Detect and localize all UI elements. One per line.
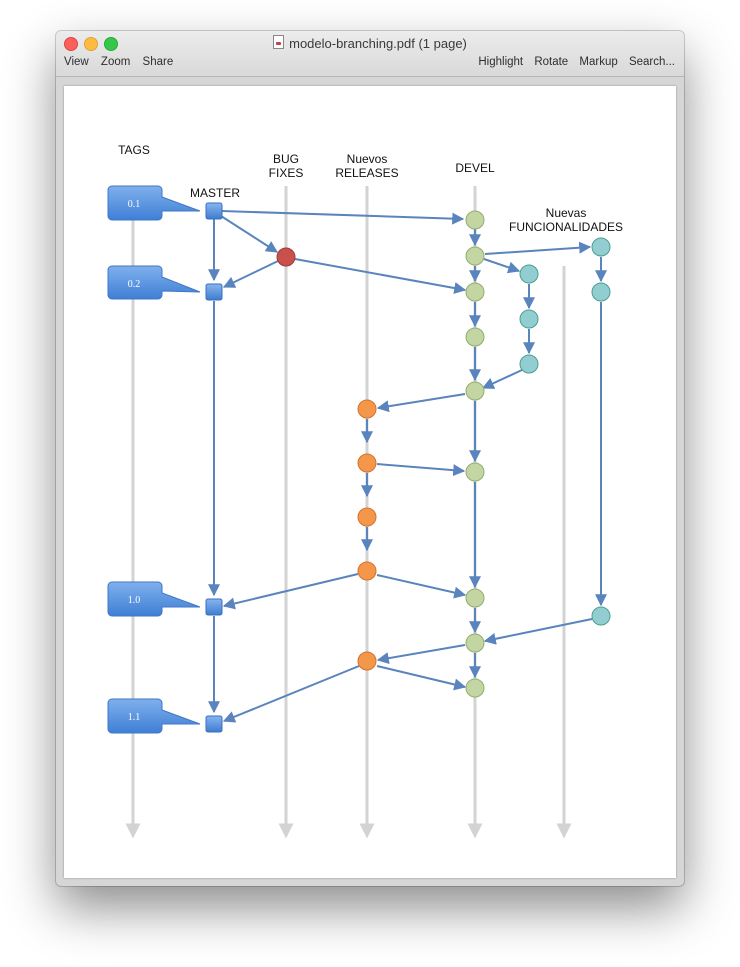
feature-b-commit-1[interactable]: [519, 264, 539, 284]
edge-devel-to-release-2: [376, 644, 466, 665]
rotate-button[interactable]: Rotate: [534, 56, 569, 68]
tag-callouts: 0.1 0.2 1.0 1.1: [107, 185, 201, 734]
feature-commits: [519, 237, 611, 626]
pdf-document-icon: [273, 35, 285, 49]
features-label-line1: Nuevas: [546, 206, 587, 220]
master-commit-4[interactable]: [205, 715, 223, 733]
edge-feature-a-merge: [483, 618, 593, 645]
devel-commit-1[interactable]: [465, 210, 485, 230]
tags-label: TAGS: [118, 143, 150, 157]
close-window-button[interactable]: [64, 37, 78, 51]
releases-label-line2: RELEASES: [335, 166, 398, 180]
release-commit-4[interactable]: [357, 561, 377, 581]
zoom-button[interactable]: Zoom: [100, 56, 131, 68]
tag-1-0[interactable]: 1.0: [107, 581, 201, 617]
edge-master-to-devel: [221, 210, 465, 225]
feature-b-commit-2[interactable]: [519, 309, 539, 329]
devel-commit-8[interactable]: [465, 633, 485, 653]
edge-bugfix-to-devel: [294, 258, 467, 294]
devel-commit-9[interactable]: [465, 678, 485, 698]
lane-labels: TAGS MASTER BUG FIXES Nuevos RELEASES DE…: [118, 143, 623, 234]
edge-devel-to-feature-b: [483, 258, 521, 274]
view-button[interactable]: View: [64, 56, 89, 68]
master-commit-2[interactable]: [205, 283, 223, 301]
edge-release-to-master-2: [222, 665, 360, 723]
tag-1-1-label: 1.1: [128, 712, 141, 723]
title-bar[interactable]: modelo-branching.pdf (1 page) View Zoom …: [56, 31, 684, 77]
tag-1-1[interactable]: 1.1: [107, 698, 201, 734]
edge-devel-to-feature-a: [484, 241, 592, 255]
release-commit-3[interactable]: [357, 507, 377, 527]
tag-0-2-label: 0.2: [128, 279, 141, 290]
releases-label-line1: Nuevos: [347, 152, 388, 166]
devel-commit-4[interactable]: [465, 327, 485, 347]
edge-release-to-devel-1: [376, 463, 466, 477]
master-commits: [205, 202, 223, 733]
branching-diagram: TAGS MASTER BUG FIXES Nuevos RELEASES DE…: [107, 143, 623, 839]
release-commit-1[interactable]: [357, 399, 377, 419]
release-commit-2[interactable]: [357, 453, 377, 473]
lane-lines: [125, 186, 572, 839]
highlight-button[interactable]: Highlight: [478, 56, 524, 68]
zoom-window-button[interactable]: [104, 37, 118, 51]
edge-release-to-devel-3: [376, 665, 467, 691]
devel-commit-2[interactable]: [465, 246, 485, 266]
pdf-page: TAGS MASTER BUG FIXES Nuevos RELEASES DE…: [64, 86, 676, 878]
branch-edges: [208, 210, 607, 723]
tag-0-1[interactable]: 0.1: [107, 185, 201, 221]
master-label: MASTER: [190, 186, 240, 200]
window-title: modelo-branching.pdf (1 page): [56, 35, 684, 51]
edge-devel-to-release: [376, 393, 466, 413]
edge-feature-b-merge: [481, 369, 523, 389]
devel-commit-7[interactable]: [465, 588, 485, 608]
tag-1-0-label: 1.0: [128, 595, 141, 606]
search-button[interactable]: Search...: [628, 56, 675, 68]
devel-commit-5[interactable]: [465, 381, 485, 401]
master-commit-3[interactable]: [205, 598, 223, 616]
edge-bugfix-to-master: [222, 260, 279, 288]
edge-master-to-bugfix: [220, 215, 279, 253]
toolbar-right: Highlight Rotate Markup Search...: [470, 56, 675, 68]
devel-commits: [465, 210, 485, 698]
bugfix-commit-1[interactable]: [276, 247, 296, 267]
preview-window: modelo-branching.pdf (1 page) View Zoom …: [56, 31, 684, 886]
markup-button[interactable]: Markup: [579, 56, 618, 68]
toolbar-left: View Zoom Share: [64, 56, 182, 68]
feature-a-commit-1[interactable]: [591, 237, 611, 257]
edge-release-to-devel-2: [376, 574, 467, 599]
release-commits: [357, 399, 377, 671]
bugfixes-label-line1: BUG: [273, 152, 299, 166]
feature-a-commit-3[interactable]: [591, 606, 611, 626]
features-label-line2: FUNCIONALIDADES: [509, 220, 623, 234]
devel-commit-3[interactable]: [465, 282, 485, 302]
window-title-text: modelo-branching.pdf (1 page): [289, 36, 467, 51]
devel-label: DEVEL: [455, 161, 495, 175]
share-button[interactable]: Share: [142, 56, 174, 68]
devel-commit-6[interactable]: [465, 462, 485, 482]
master-commit-1[interactable]: [205, 202, 223, 220]
tag-0-2[interactable]: 0.2: [107, 265, 201, 300]
edge-release-to-master-1: [222, 573, 359, 610]
minimize-window-button[interactable]: [84, 37, 98, 51]
feature-b-commit-3[interactable]: [519, 354, 539, 374]
bugfixes-label-line2: FIXES: [269, 166, 304, 180]
feature-a-commit-2[interactable]: [591, 282, 611, 302]
tag-0-1-label: 0.1: [128, 199, 141, 210]
release-commit-5[interactable]: [357, 651, 377, 671]
